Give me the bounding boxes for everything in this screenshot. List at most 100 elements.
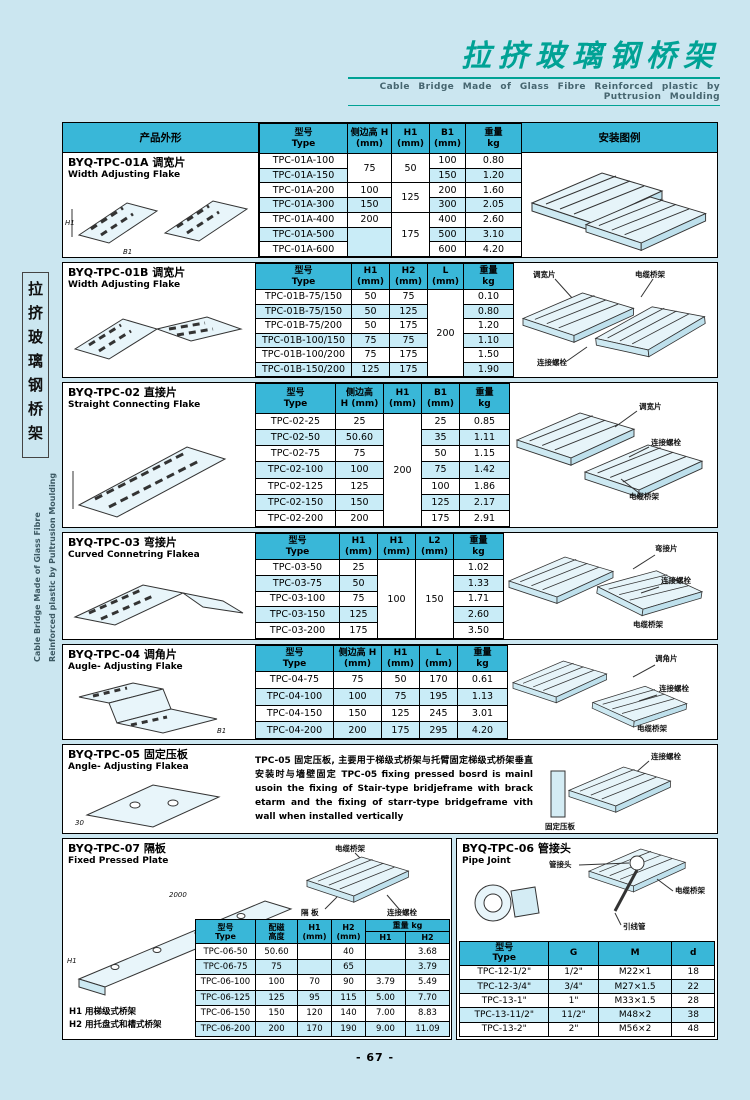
header-rule-bottom xyxy=(348,105,720,106)
table-cell: 150 xyxy=(415,559,454,639)
note-h2: H2 用托盘式和槽式桥架 xyxy=(69,1020,162,1031)
table-cell: TPC-01B-150/200 xyxy=(255,361,352,377)
column-header: H2 xyxy=(405,931,450,945)
table-cell: M22×1 xyxy=(597,964,673,980)
table-cell: TPC-06-75 xyxy=(195,958,256,976)
svg-text:调角片: 调角片 xyxy=(655,653,678,663)
table-cell: 25 xyxy=(335,412,384,431)
table-cell: 18 xyxy=(671,964,715,980)
column-header: 型号 Type xyxy=(255,263,352,290)
table-cell: TPC-03-200 xyxy=(255,622,340,639)
table-cell: 1.11 xyxy=(459,429,510,447)
table-cell: 75 xyxy=(339,590,378,608)
column-header: 重量 kg xyxy=(459,383,510,414)
column-header: M xyxy=(597,941,673,966)
table-cell: 50 xyxy=(339,574,378,592)
table-cell: TPC-02-150 xyxy=(255,493,336,511)
table-cell: 125 xyxy=(421,493,460,511)
svg-text:电缆桥架: 电缆桥架 xyxy=(675,885,705,895)
table-cell: 1.50 xyxy=(463,347,514,363)
table-cell: TPC-06-125 xyxy=(195,989,256,1007)
table-cell: 22 xyxy=(671,978,715,995)
page-subtitle: Cable Bridge Made of Glass Fibre Reinfor… xyxy=(379,82,720,102)
table-cell: 75 xyxy=(351,347,390,363)
svg-text:电缆桥架: 电缆桥架 xyxy=(635,269,665,279)
column-header: 侧边高 H (mm) xyxy=(335,383,384,414)
column-header: H1 (mm) xyxy=(351,263,390,290)
header-rule-top xyxy=(348,77,720,79)
table-cell: 75 xyxy=(351,332,390,348)
table-cell: TPC-01A-150 xyxy=(259,167,348,184)
table-cell: 170 xyxy=(297,1020,332,1038)
table-cell: 500 xyxy=(429,226,466,243)
install-diagram-area-tpc-04: 调角片 连接螺栓 电缆桥架 xyxy=(507,645,717,739)
table-cell: TPC-01B-100/150 xyxy=(255,332,352,348)
table-cell: 175 xyxy=(389,318,428,334)
table-cell: 125 xyxy=(351,361,390,377)
table-cell: TPC-04-75 xyxy=(255,671,334,689)
table-cell: 48 xyxy=(671,1021,715,1038)
table-cell xyxy=(297,943,332,960)
table-cell: TPC-01B-100/200 xyxy=(255,347,352,363)
table-cell: TPC-02-25 xyxy=(255,412,336,431)
table-cell: 0.61 xyxy=(457,671,508,689)
svg-text:电缆桥架: 电缆桥架 xyxy=(335,843,365,853)
table-cell: 200 xyxy=(427,289,464,377)
product-sketch-straight-flake xyxy=(72,446,227,518)
table-cell: TPC-06-150 xyxy=(195,1005,256,1022)
table-cell: 100 xyxy=(347,182,392,199)
install-diagram-area-tpc-01b: 调宽片 电缆桥架 连接螺栓 xyxy=(513,263,717,377)
svg-text:电缆桥架: 电缆桥架 xyxy=(637,723,667,733)
table-cell: 50 xyxy=(391,152,430,184)
table-cell: 100 xyxy=(429,153,466,169)
column-header: 型号 Type xyxy=(259,123,348,154)
install-diagram-area-tpc-02: 调宽片 连接螺栓 电缆桥架 xyxy=(509,383,717,527)
table-cell: 150 xyxy=(333,704,382,723)
table-cell: 200 xyxy=(333,721,382,739)
svg-text:H1: H1 xyxy=(65,219,75,227)
column-header: H1 (mm) xyxy=(297,918,332,945)
column-header: B1 (mm) xyxy=(421,383,460,414)
column-header: H1 (mm) xyxy=(383,383,422,414)
column-header: 重量 kg xyxy=(453,533,504,560)
table-cell: 75 xyxy=(389,332,428,348)
table-cell: 9.00 xyxy=(365,1020,406,1038)
install-diagram-tpc-06: 管接头 电缆桥架 引线管 xyxy=(549,848,705,931)
column-header: 型号 Type xyxy=(458,941,550,966)
column-header: L2 (mm) xyxy=(415,533,454,560)
table-cell: 1.42 xyxy=(459,461,510,479)
column-header: d xyxy=(671,941,715,966)
table-cell: 75 xyxy=(333,671,382,689)
table-cell: TPC-04-150 xyxy=(255,704,334,723)
table-cell: M33×1.5 xyxy=(597,993,673,1009)
column-header: L (mm) xyxy=(419,645,458,672)
table-cell: 25 xyxy=(421,412,460,431)
table-cell: 75 xyxy=(255,958,298,976)
table-cell: TPC-13-2" xyxy=(458,1021,550,1038)
